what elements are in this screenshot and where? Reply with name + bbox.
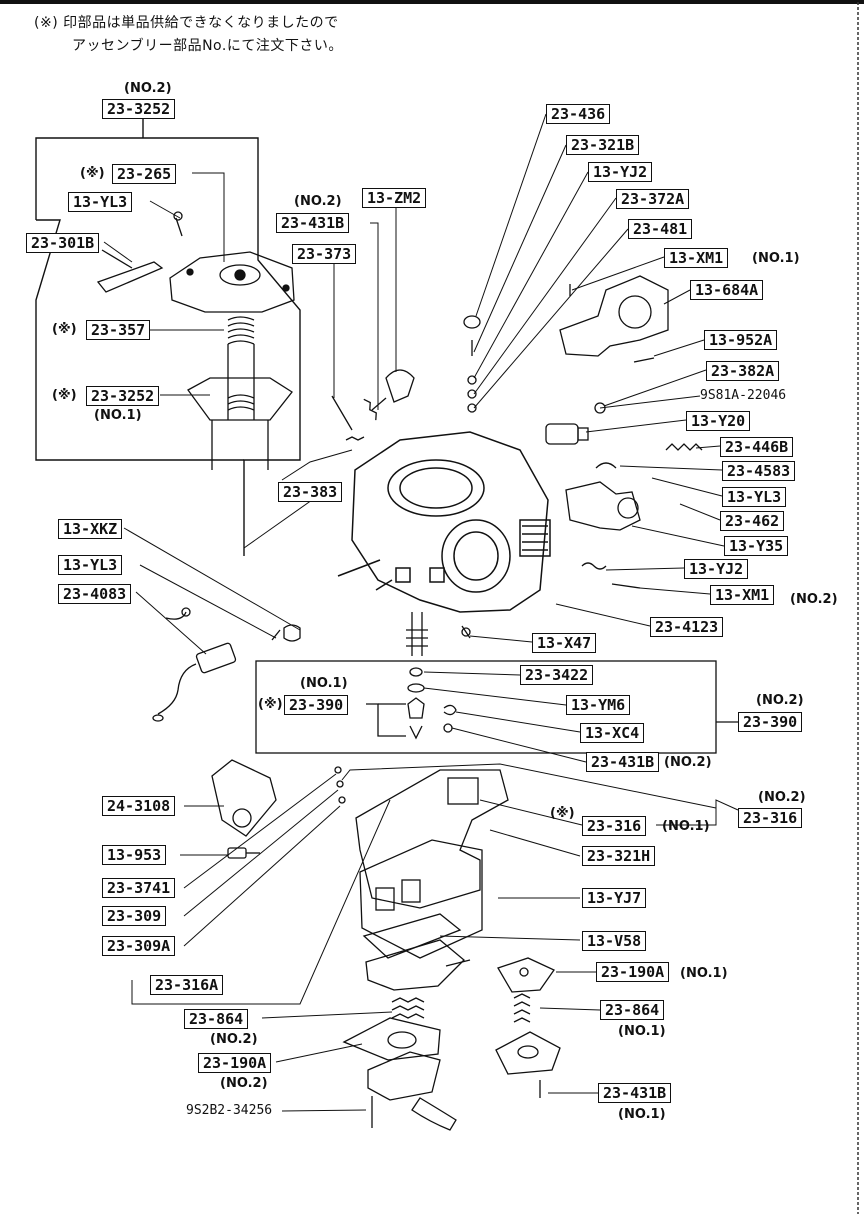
part-label-23-431b[interactable]: 23-431B (586, 752, 660, 772)
no1-tag: (NO.1) (618, 1107, 666, 1122)
lever-plate-drawing (96, 249, 164, 293)
part-label-13-xkz[interactable]: 13-XKZ (58, 519, 123, 539)
part-label-13-yl3[interactable]: 13-YL3 (722, 487, 787, 507)
part-label-23-431b[interactable]: 23-431B (276, 213, 350, 233)
no1-tag: (NO.1) (662, 819, 710, 834)
no2-tag: (NO.2) (758, 790, 806, 805)
part-label-23-357[interactable]: 23-357 (86, 320, 151, 340)
part-label-13-x47[interactable]: 13-X47 (532, 633, 597, 653)
carburetor-body-drawing (337, 431, 551, 613)
part-label-23-190a-no1[interactable]: 23-190A (596, 962, 670, 982)
part-label-13-y35[interactable]: 13-Y35 (724, 536, 789, 556)
kome-tag: (※) (52, 322, 77, 337)
part-label-23-4123[interactable]: 23-4123 (650, 617, 724, 637)
part-label-23-446b[interactable]: 23-446B (720, 437, 794, 457)
solenoid-valve-drawing (545, 423, 589, 445)
part-label-13-yl3[interactable]: 13-YL3 (58, 555, 123, 575)
part-label-23-190a-no2[interactable]: 23-190A (198, 1053, 272, 1073)
leader-lines (103, 113, 739, 1112)
jet-assembly-bracket (255, 660, 738, 754)
no2-tag: (NO.2) (210, 1032, 258, 1047)
part-label-23-4583[interactable]: 23-4583 (722, 461, 796, 481)
part-label-23-3422[interactable]: 23-3422 (520, 665, 594, 685)
part-label-23-864-no2[interactable]: 23-864 (184, 1009, 249, 1029)
part-label-23-265[interactable]: 23-265 (112, 164, 177, 184)
part-label-23-382a[interactable]: 23-382A (706, 361, 780, 381)
pump-diaphragm-lower-drawing (342, 997, 457, 1131)
center-small-parts-drawing (331, 315, 481, 740)
fuel-cut-solenoid-drawing (152, 607, 301, 722)
part-label-23-383[interactable]: 23-383 (278, 482, 343, 502)
kome-tag: (※) (52, 388, 77, 403)
part-label-13-ym6[interactable]: 13-YM6 (566, 695, 631, 715)
part-label-13-953[interactable]: 13-953 (102, 845, 167, 865)
part-label-23-316-no2[interactable]: 23-316 (738, 808, 803, 828)
part-label-23-309[interactable]: 23-309 (102, 906, 167, 926)
part-label-23-436[interactable]: 23-436 (546, 104, 611, 124)
part-label-13-v58[interactable]: 13-V58 (582, 931, 647, 951)
part-label-23-390-no2[interactable]: 23-390 (738, 712, 803, 732)
part-number-9s81a-22046: 9S81A-22046 (700, 388, 787, 403)
part-label-13-yj2[interactable]: 13-YJ2 (684, 559, 749, 579)
diaphragm-cover-drawing (169, 211, 295, 313)
part-label-23-309a[interactable]: 23-309A (102, 936, 176, 956)
part-label-23-373[interactable]: 23-373 (292, 244, 357, 264)
part-label-13-xm1[interactable]: 13-XM1 (710, 585, 775, 605)
part-label-23-3252[interactable]: 23-3252 (102, 99, 176, 119)
small-clips-drawing (334, 766, 346, 804)
power-valve-diaphragm-drawing (495, 957, 561, 1098)
part-label-23-431b[interactable]: 23-431B (598, 1083, 672, 1103)
no2-tag: (NO.2) (790, 592, 838, 607)
no2-tag: (NO.2) (124, 81, 172, 96)
part-label-23-864-no1[interactable]: 23-864 (600, 1000, 665, 1020)
part-label-23-316a[interactable]: 23-316A (150, 975, 224, 995)
no2-tag: (NO.2) (664, 755, 712, 770)
no1-tag: (NO.1) (94, 408, 142, 423)
part-label-13-684a[interactable]: 13-684A (690, 280, 764, 300)
no1-tag: (NO.1) (300, 676, 348, 691)
part-label-13-yj7[interactable]: 13-YJ7 (582, 888, 647, 908)
part-label-13-yl3[interactable]: 13-YL3 (68, 192, 133, 212)
no1-tag: (NO.1) (618, 1024, 666, 1039)
no2-tag: (NO.2) (220, 1076, 268, 1091)
part-label-23-321h[interactable]: 23-321H (582, 846, 656, 866)
part-label-23-321b[interactable]: 23-321B (566, 135, 640, 155)
part-label-13-xm1[interactable]: 13-XM1 (664, 248, 729, 268)
no1-tag: (NO.1) (752, 251, 800, 266)
note-line-1: (※) 印部品は単品供給できなくなりましたので (34, 15, 339, 31)
part-label-13-xc4[interactable]: 13-XC4 (580, 723, 645, 743)
part-label-23-4083[interactable]: 23-4083 (58, 584, 132, 604)
part-label-23-301b[interactable]: 23-301B (26, 233, 100, 253)
note-line-2: アッセンブリー部品No.にて注文下さい。 (72, 38, 343, 54)
part-label-13-zm2[interactable]: 13-ZM2 (362, 188, 427, 208)
part-label-23-316-no1[interactable]: 23-316 (582, 816, 647, 836)
no2-tag: (NO.2) (294, 194, 342, 209)
part-label-23-390[interactable]: 23-390 (284, 695, 349, 715)
kome-tag: (※) (80, 166, 105, 181)
kome-tag: (※) (550, 806, 575, 821)
no1-tag: (NO.1) (680, 966, 728, 981)
vacuum-actuator-drawing (559, 275, 669, 357)
no2-tag: (NO.2) (756, 693, 804, 708)
part-number-9s2b2-34256: 9S2B2-34256 (186, 1103, 273, 1118)
part-label-23-481[interactable]: 23-481 (628, 219, 693, 239)
part-label-13-yj2[interactable]: 13-YJ2 (588, 162, 653, 182)
throttle-positioner-drawing (565, 357, 703, 589)
part-label-23-462[interactable]: 23-462 (720, 511, 785, 531)
diaphragm-spring-drawing (187, 316, 293, 470)
part-label-23-3252-no1[interactable]: 23-3252 (86, 386, 160, 406)
part-label-13-y20[interactable]: 13-Y20 (686, 411, 751, 431)
float-chamber-drawing (355, 769, 509, 991)
kome-tag: (※) (258, 697, 283, 712)
part-label-23-372a[interactable]: 23-372A (616, 189, 690, 209)
part-label-23-3741[interactable]: 23-3741 (102, 878, 176, 898)
diaphragm-assembly-bracket (35, 118, 301, 556)
part-label-24-3108[interactable]: 24-3108 (102, 796, 176, 816)
part-label-13-952a[interactable]: 13-952A (704, 330, 778, 350)
